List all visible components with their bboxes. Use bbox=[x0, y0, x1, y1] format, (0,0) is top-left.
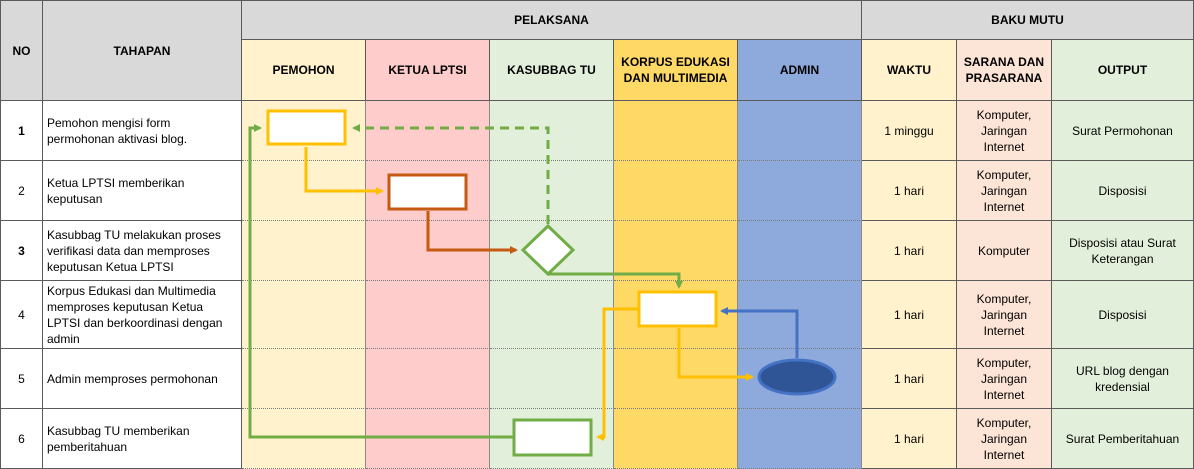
row-sarana: Komputer, Jaringan Internet bbox=[957, 349, 1052, 409]
lane-cell-ketua-lptsi bbox=[366, 281, 490, 349]
row-waktu: 1 hari bbox=[862, 221, 957, 281]
lane-cell-ketua-lptsi bbox=[366, 101, 490, 161]
lane-cell-admin bbox=[738, 101, 862, 161]
row-number: 1 bbox=[0, 101, 43, 161]
lane-cell-kasubbag-tu bbox=[490, 349, 614, 409]
process-node-kasubbag-tu-notify bbox=[512, 418, 593, 457]
process-node-pemohon bbox=[266, 109, 347, 146]
header-pelaksana: PELAKSANA bbox=[242, 0, 862, 40]
row-tahapan: Kasubbag TU melakukan proses verifikasi … bbox=[43, 221, 242, 281]
row-output: URL blog dengan kredensial bbox=[1052, 349, 1194, 409]
header-tahapan: TAHAPAN bbox=[43, 0, 242, 101]
lane-cell-korpus bbox=[614, 221, 738, 281]
edge-n3-n4 bbox=[548, 272, 683, 289]
edge-n1-n2 bbox=[304, 147, 384, 195]
row-number: 3 bbox=[0, 221, 43, 281]
header-no: NO bbox=[0, 0, 43, 101]
row-number: 2 bbox=[0, 161, 43, 221]
row-tahapan: Admin memproses permohonan bbox=[43, 349, 242, 409]
lane-cell-ketua-lptsi bbox=[366, 349, 490, 409]
lane-cell-admin bbox=[738, 409, 862, 469]
edge-n4-n5 bbox=[677, 328, 754, 381]
lane-header-ketua-lptsi: KETUA LPTSI bbox=[366, 40, 490, 101]
lane-cell-kasubbag-tu bbox=[490, 101, 614, 161]
header-sarana: SARANA DAN PRASARANA bbox=[957, 40, 1052, 101]
lane-cell-korpus bbox=[614, 349, 738, 409]
header-waktu: WAKTU bbox=[862, 40, 957, 101]
row-output: Disposisi bbox=[1052, 281, 1194, 349]
row-output: Surat Pemberitahuan bbox=[1052, 409, 1194, 469]
header-baku-mutu: BAKU MUTU bbox=[862, 0, 1194, 40]
process-node-korpus bbox=[637, 290, 718, 328]
row-waktu: 1 hari bbox=[862, 281, 957, 349]
row-tahapan: Pemohon mengisi form permohonan aktivasi… bbox=[43, 101, 242, 161]
lane-cell-admin bbox=[738, 161, 862, 221]
edge-n5-n4 bbox=[720, 307, 799, 358]
process-node-ketua-lptsi bbox=[387, 173, 468, 211]
lane-cell-korpus bbox=[614, 409, 738, 469]
lane-header-admin: ADMIN bbox=[738, 40, 862, 101]
lane-cell-kasubbag-tu bbox=[490, 161, 614, 221]
lane-header-kasubbag-tu: KASUBBAG TU bbox=[490, 40, 614, 101]
lane-cell-admin bbox=[738, 281, 862, 349]
row-number: 6 bbox=[0, 409, 43, 469]
row-waktu: 1 hari bbox=[862, 161, 957, 221]
lane-cell-pemohon bbox=[242, 221, 366, 281]
lane-cell-kasubbag-tu bbox=[490, 281, 614, 349]
row-sarana: Komputer, Jaringan Internet bbox=[957, 161, 1052, 221]
lane-cell-korpus bbox=[614, 101, 738, 161]
lane-cell-admin bbox=[738, 221, 862, 281]
row-tahapan: Korpus Edukasi dan Multimedia memproses … bbox=[43, 281, 242, 349]
row-sarana: Komputer, Jaringan Internet bbox=[957, 409, 1052, 469]
row-tahapan: Ketua LPTSI memberikan keputusan bbox=[43, 161, 242, 221]
edge-n6-n1 bbox=[248, 124, 514, 439]
header-output: OUTPUT bbox=[1052, 40, 1194, 101]
row-sarana: Komputer bbox=[957, 221, 1052, 281]
row-output: Disposisi bbox=[1052, 161, 1194, 221]
row-number: 5 bbox=[0, 349, 43, 409]
row-output: Disposisi atau Surat Keterangan bbox=[1052, 221, 1194, 281]
lane-cell-pemohon bbox=[242, 409, 366, 469]
lane-header-pemohon: PEMOHON bbox=[242, 40, 366, 101]
row-sarana: Komputer, Jaringan Internet bbox=[957, 281, 1052, 349]
edge-n2-n3 bbox=[426, 211, 518, 254]
lane-cell-pemohon bbox=[242, 281, 366, 349]
edge-n3-n1-dashed bbox=[352, 124, 550, 224]
row-sarana: Komputer, Jaringan Internet bbox=[957, 101, 1052, 161]
lane-cell-pemohon bbox=[242, 349, 366, 409]
row-waktu: 1 minggu bbox=[862, 101, 957, 161]
decision-node-kasubbag-tu bbox=[520, 223, 576, 277]
row-output: Surat Permohonan bbox=[1052, 101, 1194, 161]
lane-header-korpus: KORPUS EDUKASI DAN MULTIMEDIA bbox=[614, 40, 738, 101]
edge-n4-n6 bbox=[596, 307, 638, 441]
terminal-node-admin bbox=[757, 358, 837, 396]
row-number: 4 bbox=[0, 281, 43, 349]
row-waktu: 1 hari bbox=[862, 349, 957, 409]
lane-cell-korpus bbox=[614, 161, 738, 221]
